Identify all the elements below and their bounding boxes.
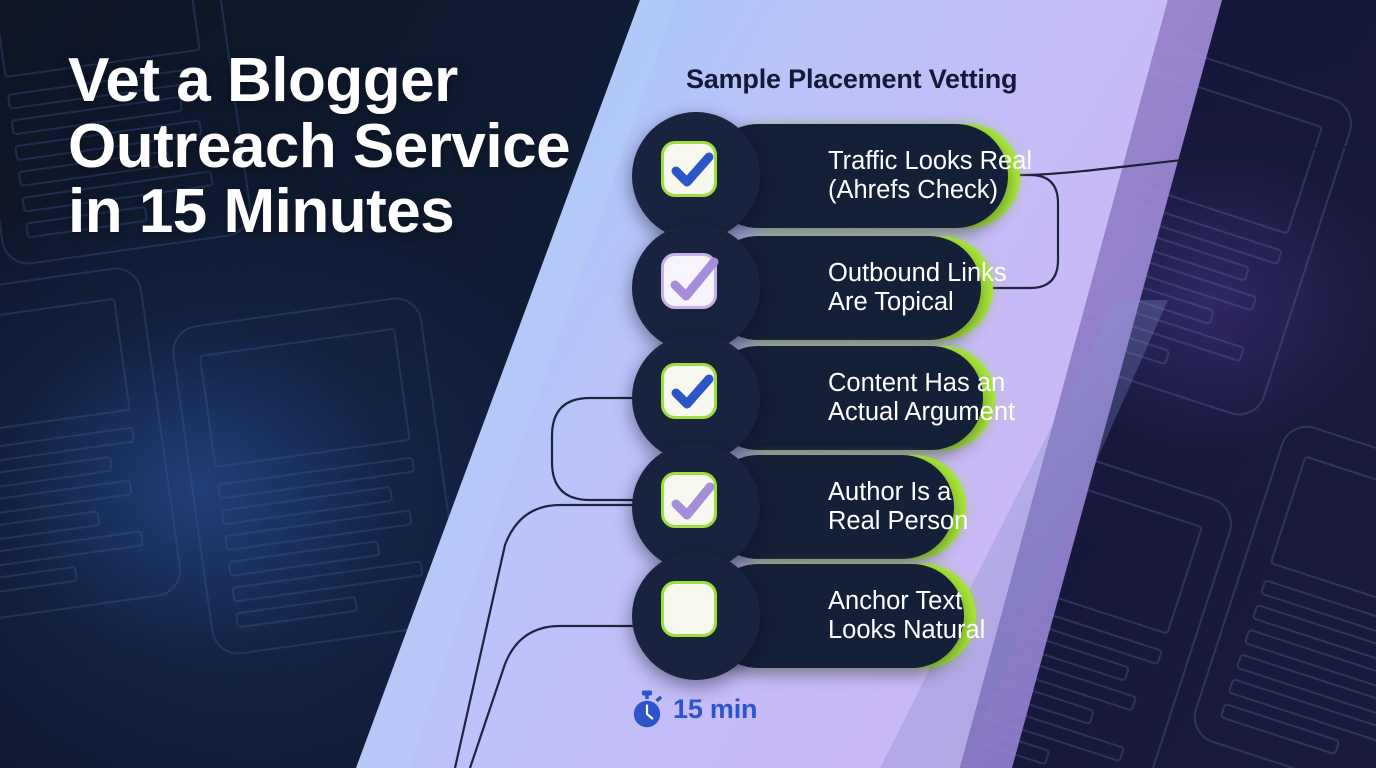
headline-line-1: Vet a Blogger — [68, 46, 458, 115]
item-label: Author Is a Real Person — [828, 478, 968, 536]
item-label: Content Has an Actual Argument — [828, 369, 1015, 427]
check-icon — [670, 257, 719, 301]
item-label-line-2: Looks Natural — [828, 616, 986, 644]
item-label-line-1: Traffic Looks Real — [828, 147, 1033, 176]
item-knob — [632, 443, 760, 571]
panel-title: Sample Placement Vetting — [686, 64, 1018, 94]
checklist-item[interactable]: Content Has an Actual Argument — [632, 334, 1015, 462]
item-label-line-2: (Ahrefs Check) — [828, 176, 999, 204]
item-label: Traffic Looks Real (Ahrefs Check) — [828, 147, 1032, 205]
item-knob — [632, 334, 760, 462]
item-label: Anchor Text Looks Natural — [828, 587, 985, 645]
checkbox-checked[interactable] — [661, 363, 717, 419]
stopwatch-icon — [633, 690, 663, 728]
item-knob — [632, 224, 760, 352]
duration-indicator: 15 min — [630, 690, 758, 728]
checkbox-unchecked[interactable] — [661, 581, 717, 637]
checklist-item[interactable]: Author Is a Real Person — [632, 443, 968, 571]
checklist-item[interactable]: Anchor Text Looks Natural — [632, 552, 985, 680]
item-knob — [632, 112, 760, 240]
item-label-line-1: Outbound Links — [828, 259, 1007, 288]
item-label-line-2: Real Person — [828, 507, 969, 535]
item-label-line-2: Are Topical — [828, 288, 954, 316]
item-label-line-1: Content Has an — [828, 369, 1006, 398]
item-pill: Content Has an Actual Argument — [706, 346, 1015, 450]
checkbox-checked[interactable] — [661, 472, 717, 528]
checklist-item[interactable]: Outbound Links Are Topical — [632, 224, 1007, 352]
item-label-line-1: Author Is a — [828, 478, 952, 507]
item-label-line-2: Actual Argument — [828, 398, 1016, 426]
item-knob — [632, 552, 760, 680]
headline-line-2: Outreach Service — [68, 111, 571, 181]
duration-label: 15 min — [673, 693, 758, 724]
checkbox-checked[interactable] — [661, 253, 719, 309]
check-icon — [671, 374, 714, 409]
check-icon — [671, 482, 715, 520]
headline-line-3: in 15 Minutes — [68, 177, 455, 247]
checklist-item[interactable]: Traffic Looks Real (Ahrefs Check) — [632, 112, 1032, 240]
checkbox-checked[interactable] — [661, 141, 717, 197]
item-label: Outbound Links Are Topical — [828, 259, 1007, 317]
check-icon — [671, 152, 714, 187]
item-label-line-1: Anchor Text — [828, 587, 963, 616]
page-title: Vet a Blogger Outreach Service in 15 Min… — [68, 48, 608, 245]
